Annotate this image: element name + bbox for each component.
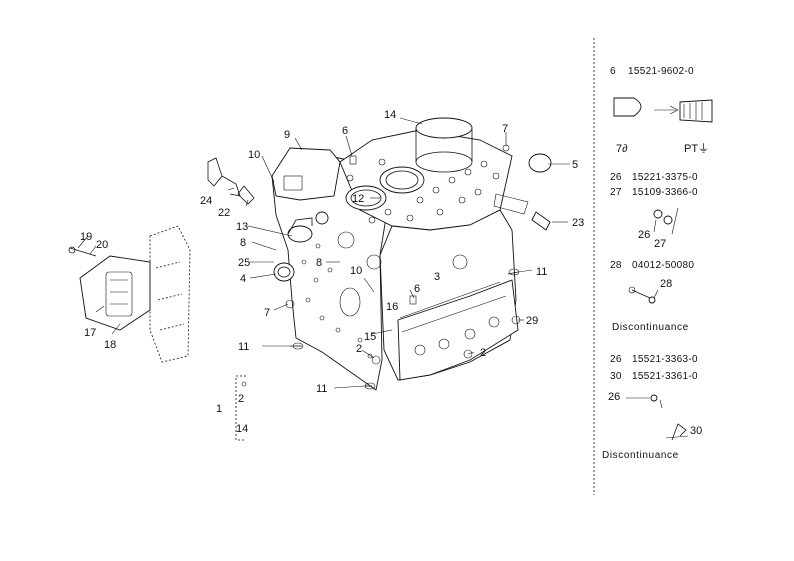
legend-part-15521-3361-0: 15521-3361-0 xyxy=(632,371,698,382)
legend-part-15521-3363-0: 15521-3363-0 xyxy=(632,354,698,365)
washer-icon xyxy=(653,209,663,219)
legend-callout-28: 28 xyxy=(660,278,672,290)
callout-6: 6 xyxy=(342,125,348,137)
legend-ref-26: 26 xyxy=(610,172,622,183)
callout-11c: 11 xyxy=(316,383,327,395)
callout-7b: 7 xyxy=(264,307,270,319)
callout-5: 5 xyxy=(572,159,578,171)
callout-14b: 14 xyxy=(236,423,248,435)
leader-lines xyxy=(77,117,570,389)
callout-14: 14 xyxy=(384,109,396,121)
legend-callout-27: 27 xyxy=(654,238,666,250)
legend-part-04012-50080: 04012-50080 xyxy=(632,260,694,271)
callout-8b: 8 xyxy=(316,257,322,269)
callouts: 9 6 14 7 5 10 12 24 22 23 13 8 8 10 25 4… xyxy=(80,109,584,435)
callout-12: 12 xyxy=(352,193,364,205)
callout-17: 17 xyxy=(84,327,96,339)
callout-29: 29 xyxy=(526,315,538,327)
callout-19: 19 xyxy=(80,231,92,243)
plug-shape-left xyxy=(613,97,642,117)
callout-7: 7 xyxy=(502,123,508,135)
callout-1: 1 xyxy=(216,403,222,415)
callout-2: 2 xyxy=(356,343,362,355)
callout-16: 16 xyxy=(386,301,398,313)
callout-9: 9 xyxy=(284,129,290,141)
legend-part-15109-3366-0: 15109-3366-0 xyxy=(632,187,698,198)
callout-22: 22 xyxy=(218,207,230,219)
pipe-icon xyxy=(671,423,687,441)
callout-11b: 11 xyxy=(238,341,249,353)
callout-18: 18 xyxy=(104,339,116,351)
legend-ref-26b: 26 xyxy=(610,354,622,365)
washer-icon-2 xyxy=(648,296,656,304)
callout-13: 13 xyxy=(236,221,248,233)
callout-20: 20 xyxy=(96,239,108,251)
legend-ref-6: 6 xyxy=(610,66,616,77)
legend-ref-30: 30 xyxy=(610,371,622,382)
legend-note-discontinuance-2: Discontinuance xyxy=(602,450,679,461)
legend-part-15221-3375-0: 15221-3375-0 xyxy=(632,172,698,183)
callout-15: 15 xyxy=(364,331,376,343)
legend-ref-27: 27 xyxy=(610,187,622,198)
callout-24: 24 xyxy=(200,195,212,207)
legend-label-right: PT⏚ xyxy=(684,142,709,155)
legend-callout-26: 26 xyxy=(638,229,650,241)
callout-10: 10 xyxy=(248,149,260,161)
callout-25: 25 xyxy=(238,257,250,269)
legend-label-left: 7∂ xyxy=(616,143,628,155)
callout-23: 23 xyxy=(572,217,584,229)
callout-4: 4 xyxy=(240,273,246,285)
callout-11: 11 xyxy=(536,266,547,278)
callout-2b: 2 xyxy=(238,393,244,405)
fitting-icon xyxy=(650,394,658,402)
legend-part-15521-9602-0: 15521-9602-0 xyxy=(628,66,694,77)
legend-panel: 6 15521-9602-0 7∂ PT⏚ 26 15221-3375-0 27… xyxy=(602,66,713,461)
legend-callout-30: 30 xyxy=(690,425,702,437)
legend-callout-26b: 26 xyxy=(608,391,620,403)
callout-10b: 10 xyxy=(350,265,362,277)
callout-6b: 6 xyxy=(414,283,420,295)
callout-3: 3 xyxy=(434,271,440,283)
legend-ref-28: 28 xyxy=(610,260,622,271)
legend-note-discontinuance-1: Discontinuance xyxy=(612,322,689,333)
callout-2c: 2 xyxy=(480,347,486,359)
engine-block-drawing xyxy=(68,117,552,441)
nut-icon xyxy=(663,215,673,225)
callout-8: 8 xyxy=(240,237,246,249)
